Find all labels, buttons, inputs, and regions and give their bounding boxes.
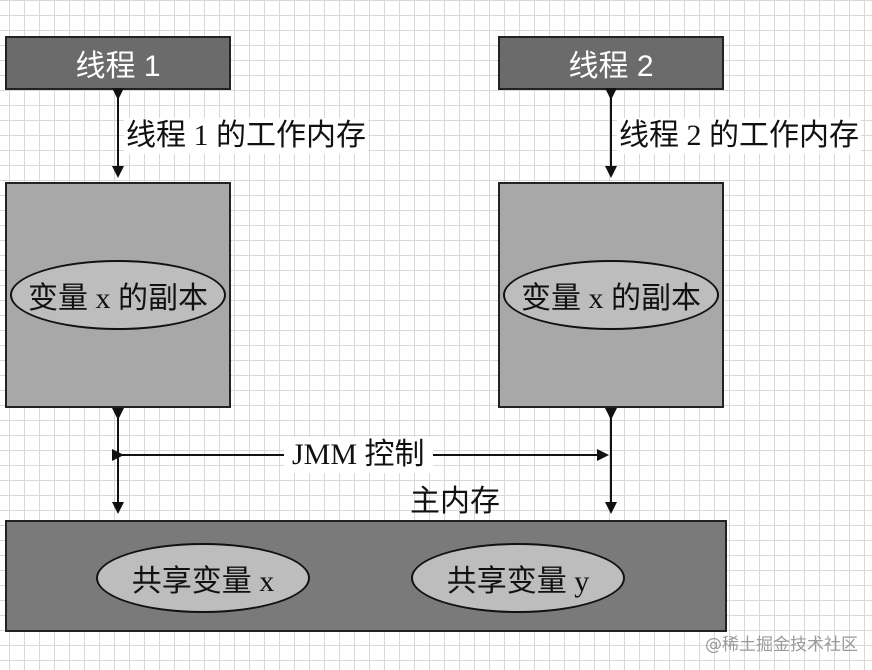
thread-2-label: 线程 2 xyxy=(568,50,654,83)
jmm-control-label: JMM 控制 xyxy=(284,437,433,473)
thread-2-variable-copy-label: 变量 x 的副本 xyxy=(521,282,701,315)
shared-variable-y-label: 共享变量 y xyxy=(446,565,590,598)
main-memory-label: 主内存 xyxy=(410,485,500,518)
thread-1-variable-copy-label: 变量 x 的副本 xyxy=(28,282,208,315)
thread-1-variable-copy: 变量 x 的副本 xyxy=(10,260,226,330)
thread-1-working-memory-label: 线程 1 的工作内存 xyxy=(124,118,368,154)
shared-variable-y: 共享变量 y xyxy=(411,543,625,613)
thread-1-box: 线程 1 xyxy=(5,36,231,90)
thread-2-variable-copy: 变量 x 的副本 xyxy=(503,260,719,330)
watermark: @稀土掘金技术社区 xyxy=(705,635,858,655)
shared-variable-x: 共享变量 x xyxy=(96,543,310,613)
thread-2-working-memory-label: 线程 2 的工作内存 xyxy=(617,118,861,154)
thread-1-label: 线程 1 xyxy=(75,50,161,83)
shared-variable-x-label: 共享变量 x xyxy=(131,565,275,598)
